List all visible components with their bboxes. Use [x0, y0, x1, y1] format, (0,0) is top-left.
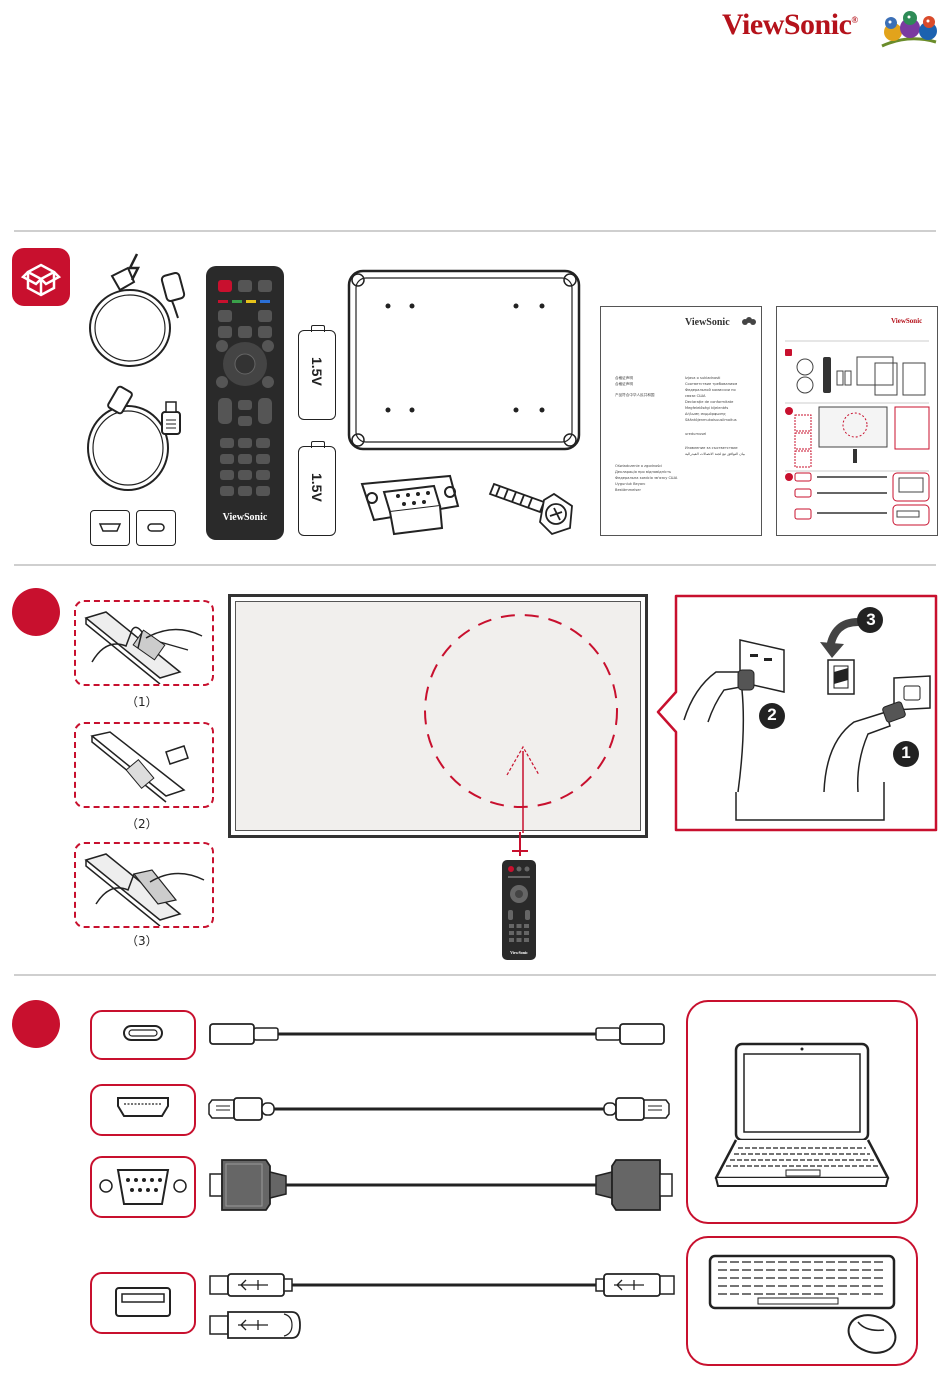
keyboard-mouse-device-panel — [686, 1236, 918, 1366]
remote-insert-battery-icon — [90, 731, 189, 803]
hdmi-port-panel — [90, 1084, 196, 1136]
ir-beam-line — [519, 832, 521, 856]
section-divider — [14, 564, 936, 566]
screw-icon — [488, 482, 573, 536]
battery-step-3-panel — [74, 842, 214, 928]
hdmi-port-icon — [117, 1097, 169, 1117]
remote-brand-label: ViewSonic — [222, 512, 268, 523]
remote-close-cover-icon — [84, 853, 205, 927]
usbc-cable-icon — [209, 1023, 665, 1045]
battery-aa: 1.5V — [298, 441, 336, 536]
brand-birds-icon — [742, 317, 756, 325]
quick-start-guide-thumbnail-icon — [785, 340, 930, 526]
usbc-adapter-plate — [136, 510, 176, 546]
power-cable-icon — [89, 253, 186, 367]
keyboard-icon — [708, 1254, 896, 1310]
usb-flash-drive-icon — [209, 1311, 301, 1339]
usbc-port-icon — [123, 1025, 163, 1041]
wall-mount-plate-icon — [347, 269, 581, 451]
section-divider — [14, 974, 936, 976]
package-contents-badge — [12, 248, 70, 306]
usb-cable-icon — [209, 1273, 675, 1297]
usbc-port-icon — [147, 523, 165, 532]
battery-voltage-label: 1.5V — [309, 473, 325, 502]
remote-brand-label: ViewSonic — [510, 950, 528, 955]
battery-voltage-label: 1.5V — [309, 357, 325, 386]
remote-back-cover-open-icon — [84, 611, 203, 685]
step-number-badge: 3 — [866, 610, 876, 629]
remote-control-small: ViewSonic — [502, 860, 536, 960]
vga-cable-icon — [209, 1159, 673, 1211]
step-1-marker — [12, 588, 60, 636]
step-caption: （1） — [126, 695, 158, 709]
compliance-document: ViewSonic 合格证声明 合格证声明 产品符合中华人民共和国 Izjava… — [600, 306, 762, 536]
document-brand-label: ViewSonic — [891, 317, 923, 325]
remote-buttons-icon — [508, 866, 530, 942]
step-caption: （2） — [126, 817, 158, 831]
laptop-icon — [714, 1042, 890, 1187]
power-connection-panel — [656, 594, 938, 832]
usb-a-port-panel — [90, 1272, 196, 1334]
brand-logo: ViewSonic® — [722, 8, 858, 41]
document-text-block: 合格证声明 合格证声明 产品符合中华人民共和国 — [615, 376, 655, 397]
display-screen — [235, 601, 641, 831]
document-text-block: Izjava o sukladnosti Соответствие требов… — [685, 376, 745, 456]
brand-birds-icon — [881, 11, 937, 48]
display-panel — [228, 594, 648, 838]
usbc-port-panel — [90, 1010, 196, 1060]
document-brand-label: ViewSonic — [685, 317, 730, 328]
document-text-block: Oświadczenie o zgodności Декларація про … — [615, 464, 678, 492]
battery-step-2-panel — [74, 722, 214, 808]
remote-buttons-icon — [216, 280, 274, 496]
battery-step-1-panel — [74, 600, 214, 686]
hdmi-port-icon — [98, 523, 122, 532]
vga-port-panel — [90, 1156, 196, 1218]
step-2-marker — [12, 1000, 60, 1048]
laptop-device-panel — [686, 1000, 918, 1224]
quick-start-guide: ViewSonic — [776, 306, 938, 536]
ir-beam-cap — [512, 850, 528, 852]
step-caption: （3） — [126, 934, 158, 948]
rs232-adapter-icon — [360, 474, 460, 536]
section-divider — [14, 230, 936, 232]
hdmi-cable-icon — [208, 1097, 670, 1121]
step-number-badge: 1 — [901, 743, 911, 762]
usb-a-port-icon — [115, 1287, 171, 1317]
box-icon — [20, 263, 62, 297]
battery-aa: 1.5V — [298, 325, 336, 420]
remote-range-circle-icon — [424, 614, 618, 833]
hdmi-adapter-plate — [90, 510, 130, 546]
hdmi-cable-icon — [87, 385, 181, 491]
vga-port-icon — [99, 1169, 187, 1205]
step-number-badge: 2 — [767, 705, 777, 724]
remote-control: ViewSonic — [206, 266, 284, 540]
mouse-icon — [847, 1314, 897, 1354]
